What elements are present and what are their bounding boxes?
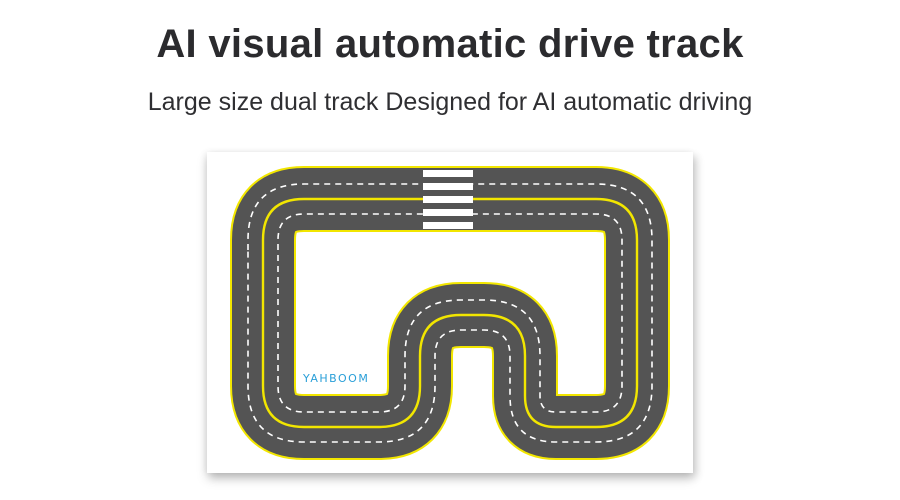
inner-lane-dash (277, 213, 623, 413)
outer-lane-dash (247, 183, 653, 443)
track-asphalt (263, 199, 637, 427)
yahboom-logo: YAHBOOM (303, 372, 370, 385)
crosswalk (423, 170, 473, 229)
page-subtitle: Large size dual track Designed for AI au… (147, 88, 753, 116)
page-title: AI visual automatic drive track (156, 22, 744, 66)
